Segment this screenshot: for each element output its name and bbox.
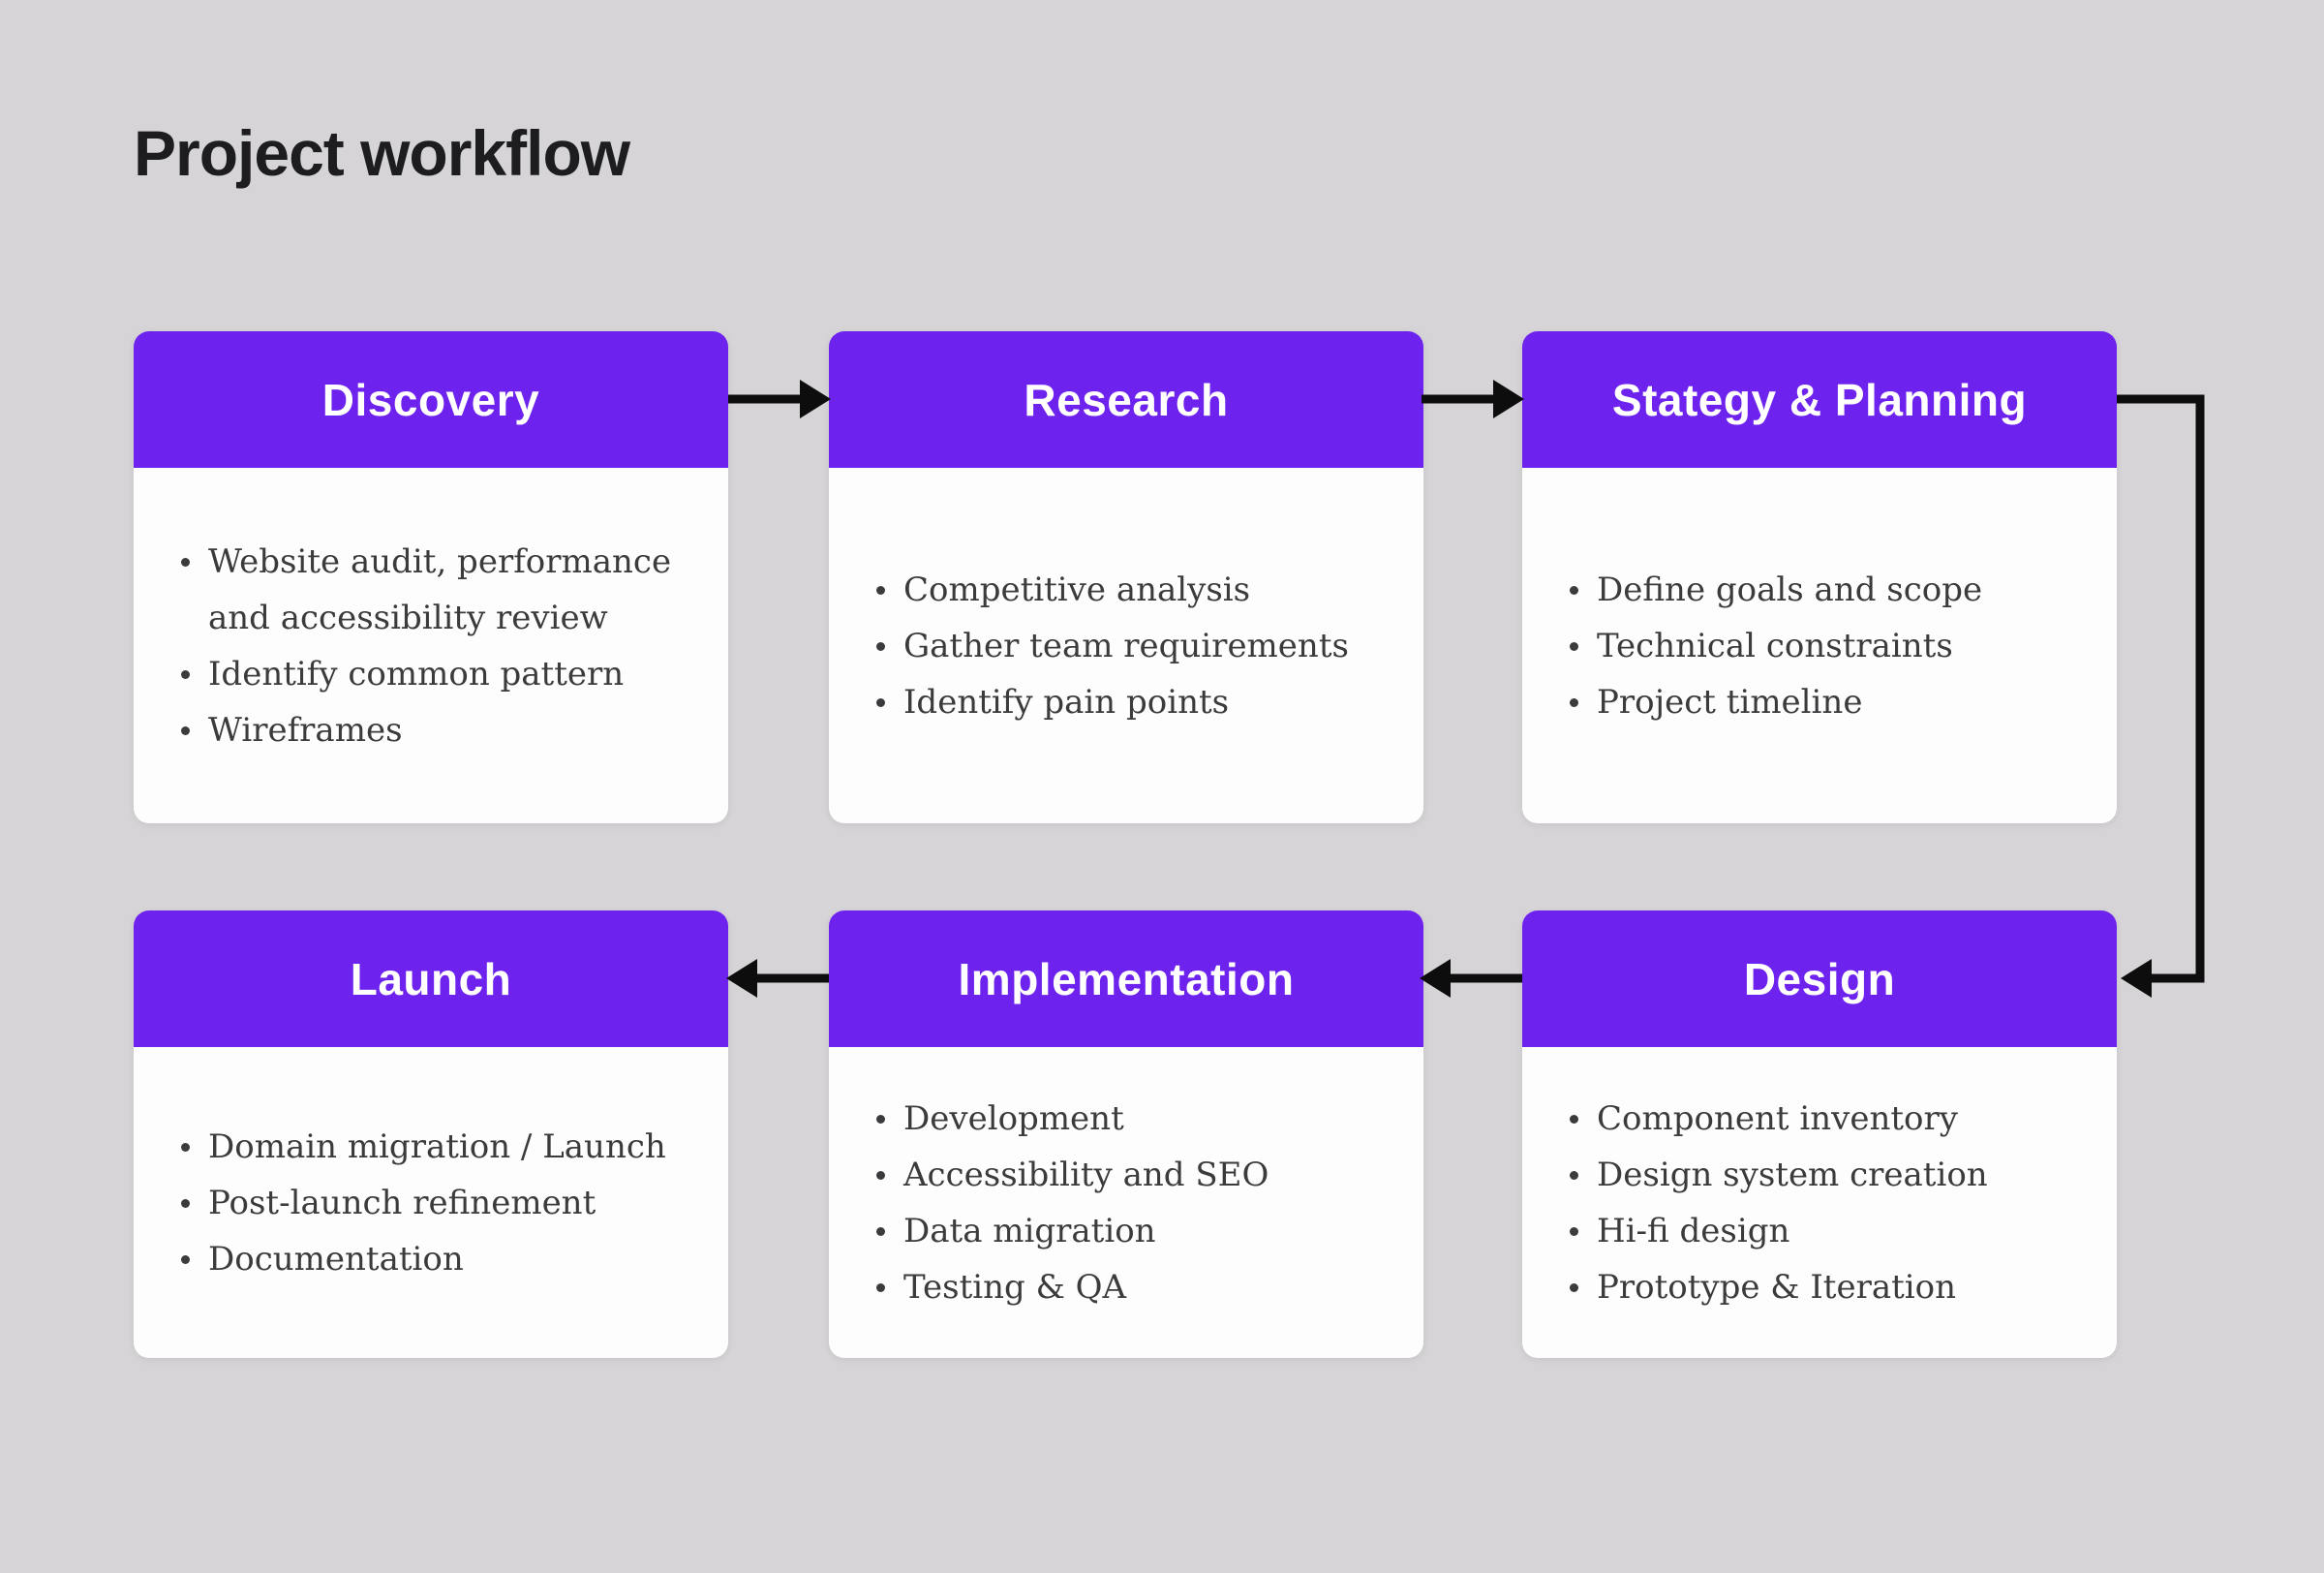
bullet-item: Wireframes — [181, 702, 693, 758]
bullet-item: Testing & QA — [876, 1259, 1389, 1315]
card-strategy-planning-title: Stategy & Planning — [1611, 374, 2028, 425]
page-title: Project workflow — [134, 117, 630, 189]
card-research-title: Research — [1024, 374, 1229, 425]
bullet-item: Define goals and scope — [1570, 562, 2082, 618]
card-launch-header: Launch — [134, 910, 728, 1047]
bullet-item: Technical constraints — [1570, 618, 2082, 674]
card-design-title: Design — [1743, 953, 1896, 1004]
card-design-header: Design — [1522, 910, 2117, 1047]
bullet-item: Project timeline — [1570, 674, 2082, 730]
card-discovery-title: Discovery — [321, 374, 540, 425]
arrow-design-to-implementation — [1420, 959, 1522, 998]
bullet-item: Identify common pattern — [181, 646, 693, 702]
bullet-item: Development — [876, 1091, 1389, 1147]
card-implementation-header: Implementation — [829, 910, 1423, 1047]
bullet-item: Documentation — [181, 1231, 693, 1287]
bullet-item: Component inventory — [1570, 1091, 2082, 1147]
bullet-item: Identify pain points — [876, 674, 1389, 730]
bullet-item: Prototype & Iteration — [1570, 1259, 2082, 1315]
bullet-item: Design system creation — [1570, 1147, 2082, 1203]
arrow-research-to-strategy — [1422, 380, 1524, 418]
card-strategy-planning: Stategy & Planning Define goals and scop… — [1522, 331, 2117, 823]
card-discovery-body: Website audit, performance and accessibi… — [134, 468, 728, 823]
card-discovery-bullet-list: Website audit, performance and accessibi… — [181, 534, 693, 758]
card-discovery-header: Discovery — [134, 331, 728, 468]
bullet-item: Data migration — [876, 1203, 1389, 1259]
bullet-item: Domain migration / Launch — [181, 1119, 693, 1175]
arrow-discovery-to-research — [728, 380, 831, 418]
bullet-item: Hi-fi design — [1570, 1203, 2082, 1259]
card-discovery: Discovery Website audit, performance and… — [134, 331, 728, 823]
card-strategy-planning-header: Stategy & Planning — [1522, 331, 2117, 468]
bullet-item: Post-launch refinement — [181, 1175, 693, 1231]
card-research-header: Research — [829, 331, 1423, 468]
bullet-item: Competitive analysis — [876, 562, 1389, 618]
bullet-item: Website audit, performance and accessibi… — [181, 534, 693, 646]
arrow-strategy-to-design — [2117, 394, 2205, 998]
arrow-implementation-to-launch — [726, 959, 829, 998]
bullet-item: Accessibility and SEO — [876, 1147, 1389, 1203]
card-implementation-title: Implementation — [958, 953, 1295, 1004]
card-launch-title: Launch — [350, 953, 512, 1004]
bullet-item: Gather team requirements — [876, 618, 1389, 674]
